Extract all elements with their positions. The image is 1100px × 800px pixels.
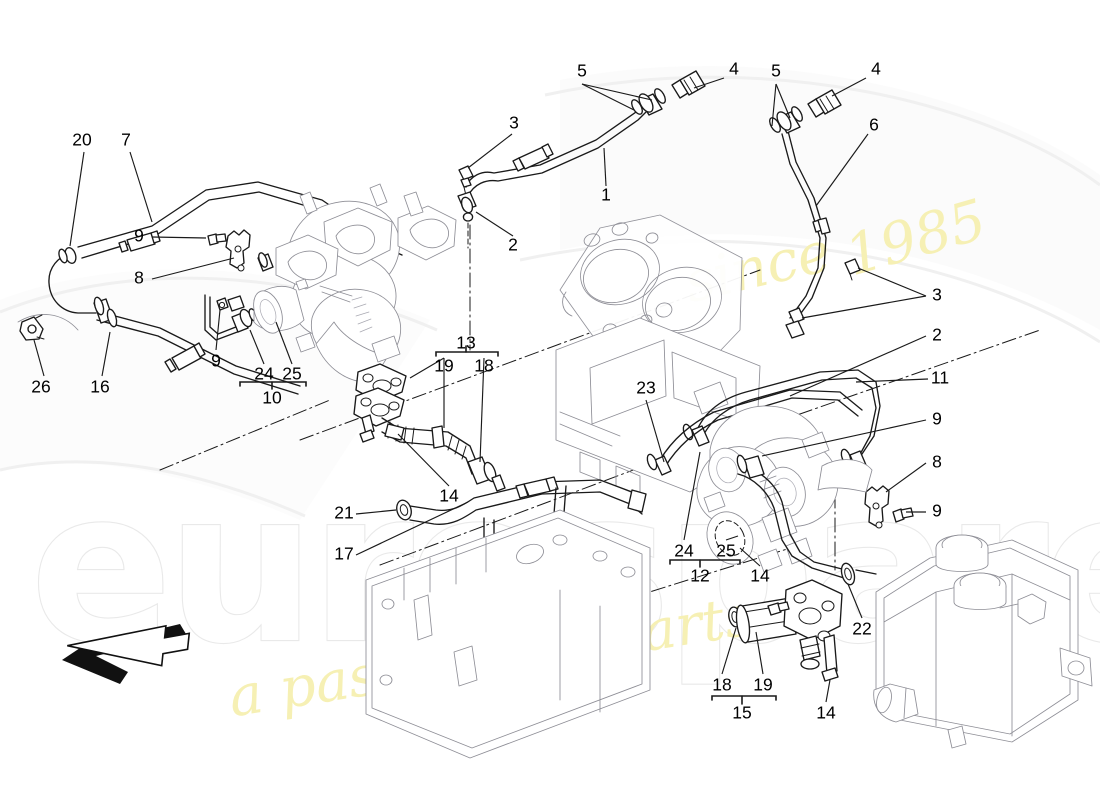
leader-lines	[33, 77, 929, 703]
callout-8a: 8	[134, 268, 144, 288]
callout-1: 1	[601, 185, 611, 205]
callout-5b: 5	[771, 61, 781, 81]
oil-feed-pipe-6	[769, 89, 861, 339]
callout-18b: 18	[712, 675, 731, 695]
callout-13: 13	[456, 333, 475, 353]
callout-2a: 2	[508, 235, 518, 255]
callout-9c: 9	[932, 409, 942, 429]
callout-10: 10	[262, 388, 282, 408]
callout-23: 23	[636, 378, 655, 398]
callout-21: 21	[334, 503, 353, 523]
coolant-pipe-2-right	[646, 389, 863, 476]
callout-18a: 18	[474, 356, 493, 376]
callout-9b: 9	[211, 351, 221, 371]
oil-pan-ghost	[365, 509, 651, 759]
callout-22: 22	[852, 619, 871, 639]
direction-arrow	[62, 624, 191, 684]
callout-16: 16	[90, 377, 109, 397]
callout-24b: 24	[674, 541, 694, 561]
turbocharger-left	[253, 183, 457, 383]
callout-15: 15	[732, 703, 751, 723]
oil-drain-assembly-15	[728, 579, 843, 682]
pipe-bracket-8-left	[207, 229, 274, 272]
callout-12: 12	[690, 566, 709, 586]
coolant-hose-22	[736, 454, 877, 586]
callout-25a: 25	[282, 364, 301, 384]
callout-3a: 3	[509, 113, 519, 133]
callout-25b: 25	[716, 541, 735, 561]
callout-24a: 24	[254, 364, 274, 384]
oil-feed-pipe-1	[457, 70, 706, 249]
callout-2b: 2	[932, 325, 942, 345]
callout-14c: 14	[816, 703, 836, 723]
callout-7: 7	[121, 130, 131, 150]
callout-14b: 14	[750, 566, 770, 586]
callout-3b: 3	[932, 285, 942, 305]
coolant-pipe-16	[93, 296, 301, 395]
callout-19a: 19	[434, 356, 453, 376]
callout-11: 11	[931, 368, 949, 388]
coolant-expansion-tank	[873, 534, 1093, 749]
callout-9d: 9	[932, 501, 942, 521]
callout-6: 6	[869, 115, 879, 135]
oil-drain-assembly-13	[353, 363, 506, 492]
callout-8b: 8	[932, 452, 942, 472]
bracket-groups	[239, 345, 777, 705]
callout-19b: 19	[753, 675, 772, 695]
callout-20: 20	[72, 130, 92, 150]
callout-26: 26	[31, 377, 50, 397]
callout-4a: 4	[729, 59, 739, 79]
callout-9a: 9	[134, 226, 144, 246]
callout-4b: 4	[871, 59, 881, 79]
pipe-clip-26	[17, 314, 79, 341]
callout-5a: 5	[577, 61, 587, 81]
callout-14a: 14	[439, 486, 459, 506]
engine-block-ghost	[555, 214, 761, 497]
callout-numbers: 20 7 9 8 9 26 16 24 25 10 3 2 5 4 1 5 4 …	[31, 59, 949, 723]
callout-17: 17	[334, 544, 353, 564]
